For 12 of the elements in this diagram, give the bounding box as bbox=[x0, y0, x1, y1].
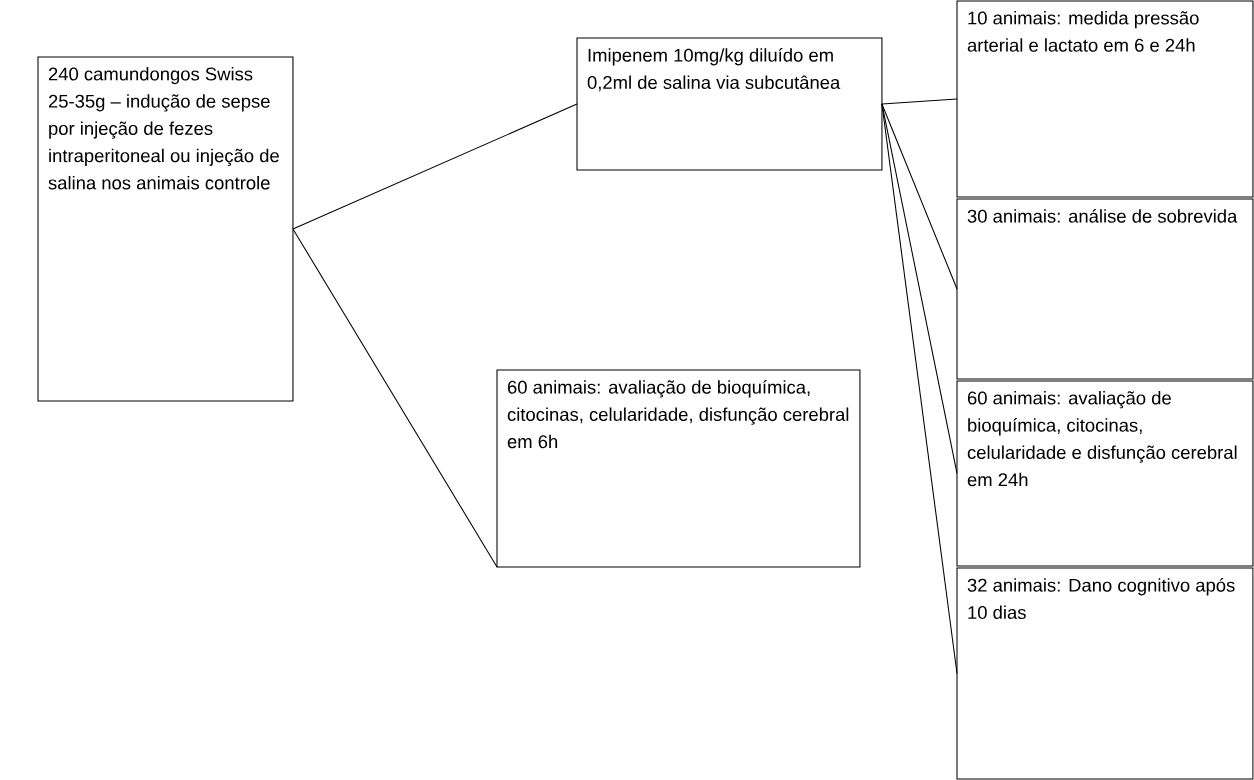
connector-line bbox=[292, 103, 578, 230]
process-box: Imipenem 10mg/kg diluído em 0,2ml de salina via subcutânea bbox=[576, 37, 883, 171]
connector-line bbox=[881, 103, 958, 674]
connector-line bbox=[292, 228, 498, 568]
process-box: 32 animais: Dano cognitivo após 10 dias bbox=[956, 567, 1254, 780]
connector-line bbox=[881, 103, 958, 290]
process-box: 60 animais: avaliação de bioquímica, citocinas, celularidade, disfunção cerebral em 6h bbox=[496, 369, 861, 568]
connector-line bbox=[881, 98, 958, 105]
process-box: 60 animais: avaliação de bioquímica, citocinas, celularidade e disfunção cerebral em 24h bbox=[956, 380, 1254, 567]
process-box: 10 animais: medida pressão arterial e lactato em 6 e 24h bbox=[956, 0, 1254, 198]
process-box: 240 camundongos Swiss 25-35g – indução de sepse por injeção de fezes intraperitoneal ou injeção de salina nos animais controle bbox=[37, 56, 294, 402]
process-box: 30 animais: análise de sobrevida bbox=[956, 198, 1254, 380]
